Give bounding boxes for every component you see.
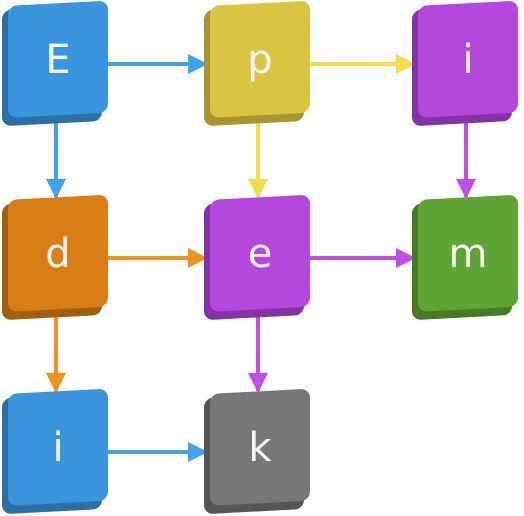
node-label: E: [45, 37, 70, 83]
node-face: [210, 195, 310, 312]
node-e[interactable]: e: [204, 195, 310, 321]
node-face: [8, 1, 108, 118]
node-face: [8, 195, 108, 312]
node-p[interactable]: p: [204, 1, 310, 127]
node-face: [418, 195, 518, 312]
node-label: d: [45, 231, 70, 277]
node-d[interactable]: d: [2, 195, 108, 321]
node-label: i: [462, 37, 473, 83]
node-label: k: [248, 425, 272, 471]
node-label: m: [449, 231, 488, 277]
node-k[interactable]: k: [204, 389, 310, 515]
node-face: [210, 1, 310, 118]
node-label: p: [247, 37, 272, 83]
node-face: [210, 389, 310, 506]
node-E1[interactable]: E: [2, 1, 108, 127]
node-label: e: [248, 231, 273, 277]
edges-layer: [46, 54, 476, 462]
node-m[interactable]: m: [412, 195, 518, 321]
node-face: [418, 1, 518, 118]
node-i2[interactable]: i: [2, 389, 108, 515]
node-label: i: [52, 425, 63, 471]
node-face: [8, 389, 108, 506]
node-i1[interactable]: i: [412, 1, 518, 127]
